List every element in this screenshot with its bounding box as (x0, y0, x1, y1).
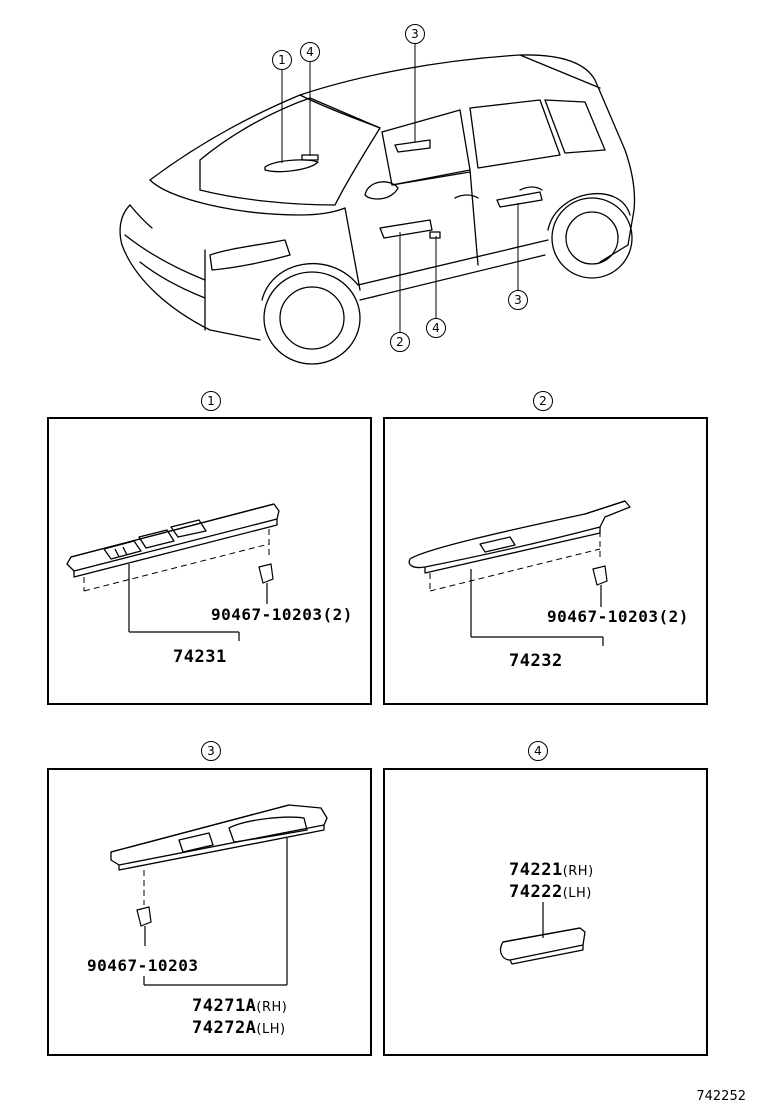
panel-2: 90467-10203(2) 74232 (383, 417, 708, 705)
panel-3-label: 3 (201, 741, 221, 761)
panel-1-label: 1 (201, 391, 221, 411)
overview-callout-4: 4 (300, 42, 320, 62)
overview-callout-2: 2 (390, 332, 410, 352)
part-number-74231: 74231 (173, 647, 227, 667)
panel-1: 90467-10203(2) 74231 (47, 417, 372, 705)
panel-2-label: 2 (533, 391, 553, 411)
figure-code: 742252 (696, 1089, 746, 1104)
part-number-74222: 74222(LH) (509, 882, 592, 902)
clip-part-number: 90467-10203(2) (211, 605, 353, 624)
vehicle-overview-illustration (119, 42, 636, 365)
overview-callout-1: 1 (272, 50, 292, 70)
rear-switch-bezel-drawing (110, 804, 328, 986)
part-number-74271A: 74271A(RH) (192, 996, 288, 1016)
overview-callout-4b: 4 (426, 318, 446, 338)
passenger-switch-bezel-drawing (408, 500, 631, 646)
clip-part-number: 90467-10203 (87, 956, 199, 975)
clip-part-number: 90467-10203(2) (547, 607, 689, 626)
part-number-74272A: 74272A(LH) (192, 1018, 286, 1038)
overview-callout-3b: 3 (508, 290, 528, 310)
part-number-74221: 74221(RH) (509, 860, 594, 880)
part-number-74232: 74232 (509, 651, 563, 671)
panel-3: 90467-10203 74271A(RH) 74272A(LH) (47, 768, 372, 1056)
panel-4: 74221(RH) 74222(LH) (383, 768, 708, 1056)
hole-cover-drawing (499, 902, 586, 965)
overview-callout-3: 3 (405, 24, 425, 44)
panel-4-label: 4 (528, 741, 548, 761)
master-switch-bezel-drawing (66, 503, 280, 641)
